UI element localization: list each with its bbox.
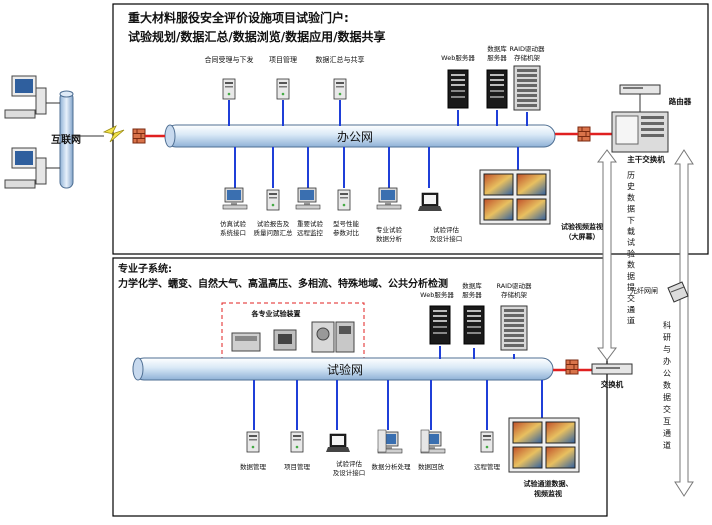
node-simulation-interface: 仿真试验 系统接口 [220,187,248,237]
equipment-label: 各专业试验装置 [251,309,301,318]
top-db-server-label2: 服务器 [487,53,507,62]
node-performance-label2: 参数对比 [333,228,360,237]
node-remote-management-label: 远程管理 [474,462,501,471]
node-contract-label: 合同受理与下发 [205,55,254,64]
top-video-wall-label2: （大屏幕） [565,232,600,241]
fiber-gateway: 光纤网闸 [630,281,689,303]
core-switch-label: 主干交换机 [627,154,665,164]
internet-cloud: 互联网 [51,90,81,189]
bottom-web-server: Web服务器 [420,290,454,345]
node-test-report-label2: 质量问题汇总 [254,228,294,237]
node-project-management: 项目管理 [269,55,297,100]
bottom-raid-label1: RAID驱动器 [496,282,532,290]
node-bottom-project-label: 项目管理 [284,462,311,471]
router-label: 路由器 [669,96,692,106]
core-switch: 主干交换机 [611,111,669,164]
test-network-bus: 试验网 [132,357,554,381]
internet-label: 互联网 [51,133,81,146]
fiber-gateway-label: 光纤网闸 [630,286,658,295]
top-video-wall: 试验视频监视 （大屏幕） [479,169,603,241]
top-db-server: 数据库 服务器 [486,44,508,109]
lightning-icon [102,125,125,143]
node-bottom-evaluation-label1: 试验评估 [336,459,363,468]
node-test-report-label1: 试验报告及 [257,219,290,228]
node-data-analysis: 专业试验 数据分析 [376,187,403,243]
node-performance-compare: 型号性能 参数对比 [333,189,360,237]
node-data-management: 数据管理 [240,431,267,471]
node-data-playback-label: 数据回放 [418,462,445,471]
bottom-db-label2: 服务器 [462,290,482,299]
node-remote-monitor: 重要试验 远程监控 [295,187,324,237]
bottom-video-wall-label1: 试验通道数据、 [524,479,573,488]
research-channel-label: 科研与办公数据交互通道 [663,320,671,450]
test-network-label: 试验网 [327,362,363,377]
research-channel-arrow [674,149,694,497]
equipment-group: 各专业试验装置 [221,302,365,359]
bottom-raid-label2: 存储机架 [501,290,528,299]
test-switch: 交换机 [591,363,633,389]
top-raid-label1: RAID驱动器 [509,45,545,53]
bottom-video-wall-label2: 视频监视 [534,489,562,498]
node-remote-management: 远程管理 [474,431,501,471]
history-channel-arrow [597,149,617,361]
node-data-processing-label: 数据分析处理 [372,462,412,471]
bottom-web-server-label: Web服务器 [420,290,454,299]
office-network-label: 办公网 [337,129,373,144]
top-web-server: Web服务器 [441,53,475,109]
internet-pc-1 [4,75,47,119]
node-bottom-evaluation-label2: 及设计接口 [333,468,366,477]
top-raid-rack: RAID驱动器 存储机架 [509,45,545,111]
history-channel-label: 历史数据下载试验数据提交通道 [627,171,635,326]
top-db-server-label1: 数据库 [487,44,507,53]
node-simulation-label2: 系统接口 [220,228,246,237]
node-data-processing: 数据分析处理 [372,429,412,471]
node-bottom-evaluation: 试验评估 及设计接口 [325,433,366,477]
node-data-playback: 数据回放 [418,429,446,471]
office-network-bus: 办公网 [164,124,556,148]
bottom-raid-rack: RAID驱动器 存储机架 [496,282,532,351]
node-data-analysis-label1: 专业试验 [376,225,403,234]
node-data-sharing: 数据汇总与共享 [316,55,365,100]
node-evaluation-label2: 及设计接口 [430,234,463,243]
node-data-analysis-label2: 数据分析 [376,234,403,243]
top-panel-title-line1: 重大材料服役安全评价设施项目试验门户: [128,10,349,25]
internet-pc-2 [4,147,47,189]
bottom-panel-title-line2: 力学化学、蠕变、自然大气、高温高压、多相流、特殊地域、公共分析检测 [118,277,448,290]
node-performance-label1: 型号性能 [333,219,360,228]
bottom-video-wall: 试验通道数据、 视频监视 [508,417,580,498]
top-panel-title-line2: 试验规划/数据汇总/数据浏览/数据应用/数据共享 [128,29,386,44]
top-raid-label2: 存储机架 [514,53,541,62]
bottom-panel-title-line1: 专业子系统: [118,262,172,275]
node-remote-monitor-label2: 远程监控 [297,228,324,237]
test-firewall [565,359,579,375]
node-test-report: 试验报告及 质量问题汇总 [254,189,294,237]
node-evaluation-interface: 试验评估 及设计接口 [417,192,463,243]
office-firewall-left [132,128,146,144]
bottom-db-server: 数据库 服务器 [462,281,485,345]
test-switch-label: 交换机 [601,379,624,389]
node-contract: 合同受理与下发 [205,55,254,100]
node-evaluation-label1: 试验评估 [433,225,460,234]
node-data-sharing-label: 数据汇总与共享 [316,55,365,64]
bottom-panel-frame [112,257,608,517]
node-remote-monitor-label1: 重要试验 [297,219,324,228]
top-web-server-label: Web服务器 [441,53,475,62]
top-video-wall-label1: 试验视频监视 [561,222,603,231]
node-simulation-label1: 仿真试验 [220,219,247,228]
node-bottom-project-management: 项目管理 [284,431,311,471]
bottom-db-label1: 数据库 [462,281,482,290]
office-firewall-right [577,126,591,142]
node-data-management-label: 数据管理 [240,462,267,471]
node-project-management-label: 项目管理 [269,55,297,64]
